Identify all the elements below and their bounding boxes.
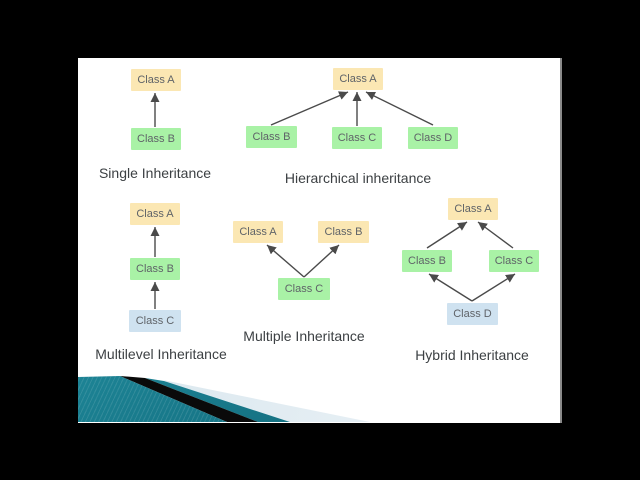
inheritance-arrow xyxy=(471,273,516,302)
inheritance-arrow xyxy=(270,91,349,126)
class-box-multilevel-inheritance-class-a: Class A xyxy=(130,203,180,225)
class-box-hierarchical-inheritance-class-a: Class A xyxy=(333,68,383,90)
class-box-multiple-inheritance-class-b: Class B xyxy=(318,221,369,243)
class-box-hybrid-inheritance-class-c: Class C xyxy=(489,250,539,272)
section-caption-hybrid-inheritance: Hybrid Inheritance xyxy=(415,347,529,363)
class-box-multiple-inheritance-class-c: Class C xyxy=(278,278,330,300)
section-caption-hierarchical-inheritance: Hierarchical inheritance xyxy=(284,170,432,186)
class-box-hybrid-inheritance-class-b: Class B xyxy=(402,250,452,272)
section-caption-multilevel-inheritance: Multilevel Inheritance xyxy=(95,346,227,362)
class-box-hierarchical-inheritance-class-c: Class C xyxy=(332,127,382,149)
class-box-single-inheritance-class-b: Class B xyxy=(131,128,181,150)
class-box-hybrid-inheritance-class-d: Class D xyxy=(447,303,498,325)
class-box-multiple-inheritance-class-a: Class A xyxy=(233,221,283,243)
class-box-multilevel-inheritance-class-c: Class C xyxy=(129,310,181,332)
inheritance-arrow xyxy=(303,244,340,278)
inheritance-arrow xyxy=(477,221,514,249)
section-caption-multiple-inheritance: Multiple Inheritance xyxy=(243,328,365,344)
inheritance-arrow xyxy=(428,273,473,302)
class-box-single-inheritance-class-a: Class A xyxy=(131,69,181,91)
inheritance-arrow xyxy=(365,91,434,126)
inheritance-arrow xyxy=(266,244,305,278)
section-caption-single-inheritance: Single Inheritance xyxy=(98,165,212,181)
class-box-hierarchical-inheritance-class-d: Class D xyxy=(408,127,458,149)
class-box-hybrid-inheritance-class-a: Class A xyxy=(448,198,498,220)
class-box-hierarchical-inheritance-class-b: Class B xyxy=(246,126,297,148)
inheritance-arrow xyxy=(426,221,468,249)
class-box-multilevel-inheritance-class-b: Class B xyxy=(130,258,180,280)
